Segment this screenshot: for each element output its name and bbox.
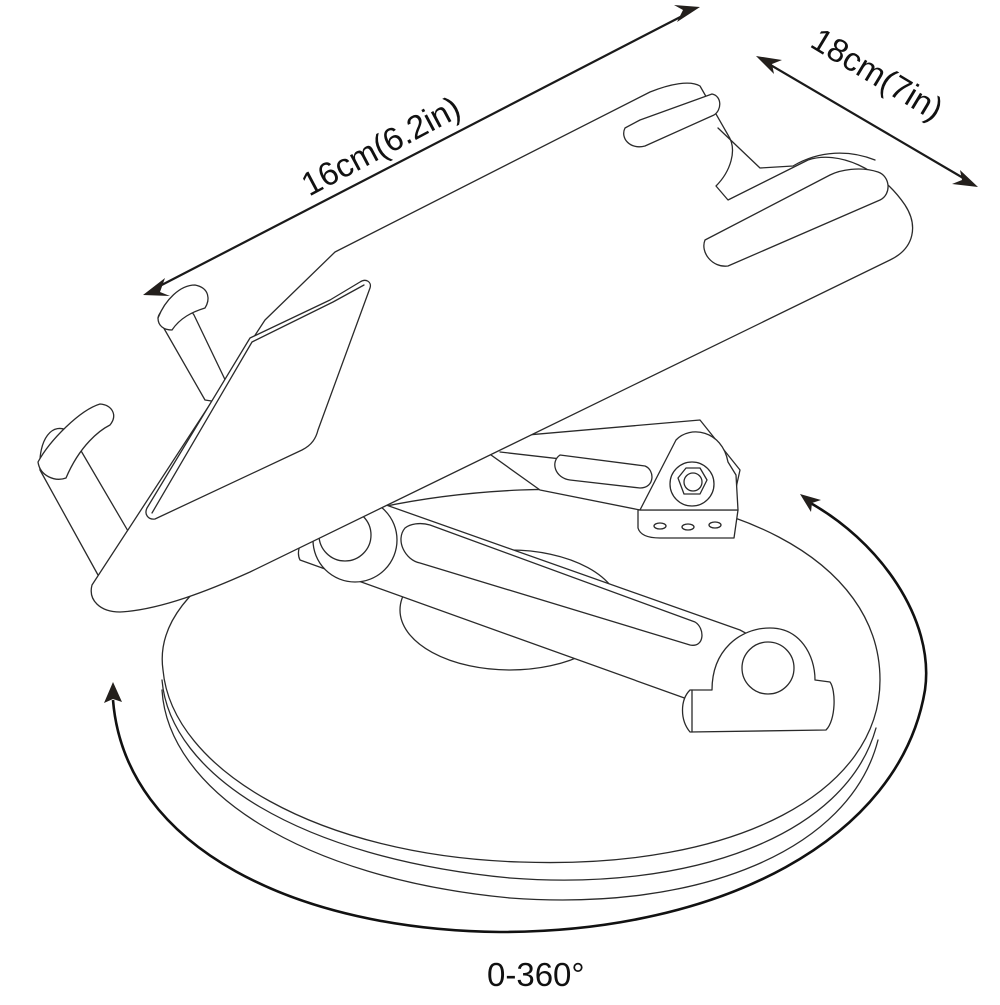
- top-pad-large: [703, 168, 889, 267]
- top-pad-small: [623, 93, 721, 148]
- rotation-arrow-right-icon: [800, 494, 821, 512]
- rotation-arrow-left-icon: [104, 682, 122, 703]
- middle-hook-cap: [157, 284, 209, 331]
- plate-panel-bevel: [151, 284, 365, 514]
- rotation-arc: [111, 498, 928, 934]
- upper-arm-slot: [554, 454, 653, 489]
- base-rim-outer: [161, 689, 879, 901]
- plate-panel: [145, 279, 372, 520]
- base-rim-middle: [161, 679, 877, 881]
- bracket-hole-3: [708, 521, 722, 529]
- tablet-plate: [37, 82, 914, 613]
- support-arms: [297, 419, 835, 733]
- plate-body: [90, 82, 914, 613]
- length-arrow-right-icon: [674, 5, 700, 22]
- length-dimension: [143, 5, 700, 296]
- width-arrow-left-icon: [756, 56, 782, 74]
- bracket-hole-2: [681, 523, 695, 531]
- nut-bolt: [683, 472, 703, 492]
- width-arrow-right-icon: [952, 170, 978, 187]
- rotation-indicator: [104, 494, 928, 934]
- plate-notch: [717, 127, 876, 169]
- width-dimension-line: [761, 59, 971, 183]
- bracket-hole-1: [653, 522, 667, 530]
- width-dimension: [756, 56, 978, 187]
- length-dimension-line: [151, 11, 691, 291]
- rotation-label: 0-360°: [487, 956, 585, 993]
- lower-arm-slot: [400, 522, 703, 646]
- hex-nut-icon: [677, 467, 708, 495]
- left-hook-cap: [37, 403, 115, 480]
- length-arrow-left-icon: [143, 278, 170, 296]
- base-hinge-hole: [741, 641, 795, 695]
